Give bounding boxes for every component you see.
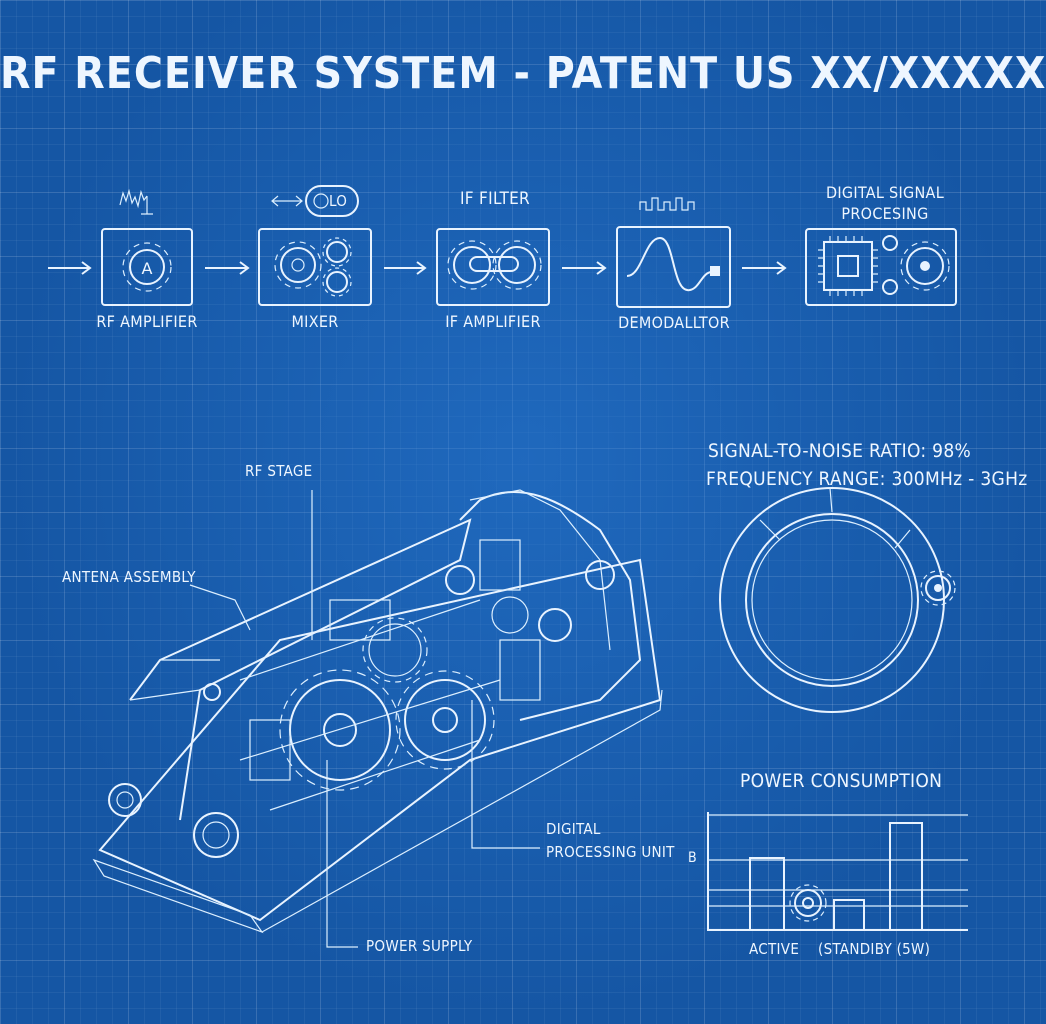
power-chart-y-tick: B <box>688 850 697 866</box>
gears-icon <box>274 237 352 297</box>
dsp-block <box>805 228 957 306</box>
device-schematic <box>92 489 663 948</box>
power-chart <box>707 812 968 931</box>
spec-frequency-range: FREQUENCY RANGE: 300MHz - 3GHz <box>706 468 1028 490</box>
gears-icon <box>447 240 542 290</box>
block-label-rf-amplifier: RF AMPLIFIER <box>96 312 198 331</box>
annotation-rf-stage: RF STAGE <box>245 462 313 480</box>
annotation-power-supply: POWER SUPPLY <box>366 937 473 955</box>
demodulator-block <box>616 197 731 308</box>
double-arrow-icon <box>271 195 303 207</box>
signal-arrows <box>48 261 787 275</box>
power-chart-label-standby: (STANDIBY (5W) <box>818 940 931 958</box>
antenna-signal-icon <box>119 188 148 209</box>
waveform-icon <box>626 236 713 292</box>
spec-snr: SIGNAL-TO-NOISE RATIO: 98% <box>708 440 972 462</box>
block-top-label-lo: LO <box>329 192 348 210</box>
if-amplifier-block <box>436 228 550 306</box>
annotation-digital: DIGITAL <box>546 820 601 838</box>
block-label-demodulator: DEMODALLTOR <box>618 313 730 332</box>
mixer-block <box>258 185 372 306</box>
block-label-mixer: MIXER <box>291 312 339 331</box>
page-title: RF RECEIVER SYSTEM - PATENT US XX/XXXXX <box>0 48 1046 99</box>
gear-icon <box>789 884 827 922</box>
rf-amp-symbol: A <box>142 259 153 278</box>
gear-icon <box>920 570 956 606</box>
bar-peak <box>889 822 923 931</box>
gear-icon <box>882 235 950 295</box>
annotation-processing-unit: PROCESSING UNIT <box>546 843 675 861</box>
block-diagram: A <box>48 185 968 948</box>
block-top-label-dsp: DIGITAL SIGNAL PROCESING <box>825 183 945 223</box>
lo-icon <box>305 185 359 217</box>
power-chart-label-active: ACTIVE <box>749 940 800 958</box>
power-chart-title: POWER CONSUMPTION <box>740 770 943 792</box>
annotation-antenna-assembly: ANTENA ASSEMBLY <box>62 568 196 586</box>
bar-standby <box>833 899 865 931</box>
bar-active <box>749 857 785 931</box>
block-label-if-amplifier: IF AMPLIFIER <box>445 312 541 331</box>
block-top-label-if-filter: IF FILTER <box>460 189 530 209</box>
rf-amplifier-block: A <box>101 188 193 306</box>
gear-icon <box>122 242 172 292</box>
chip-icon <box>818 236 878 296</box>
circular-gauge <box>719 487 956 713</box>
digital-pulse-icon <box>639 197 695 211</box>
